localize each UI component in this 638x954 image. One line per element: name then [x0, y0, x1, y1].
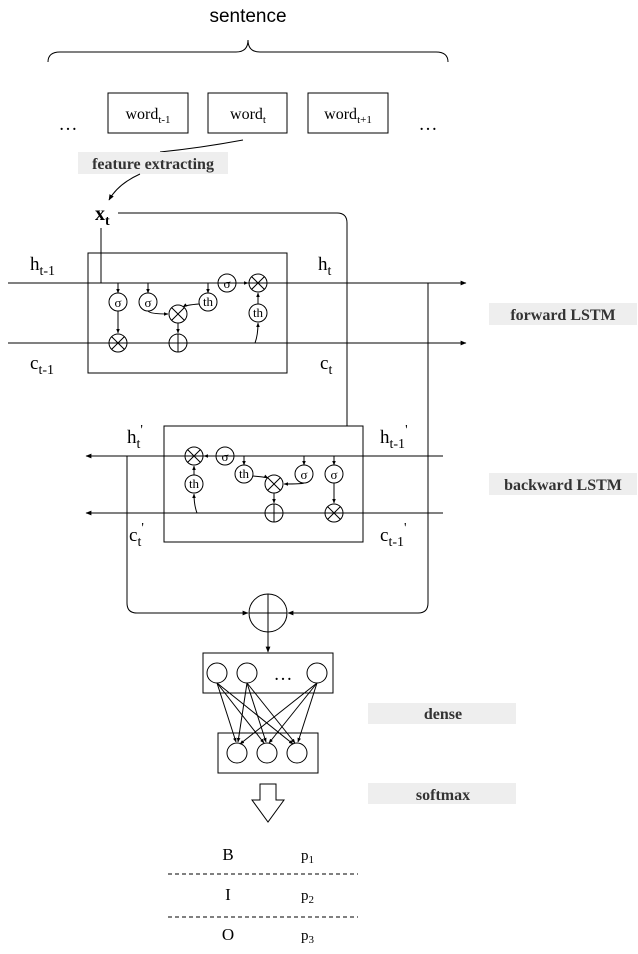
ellipsis-right: … — [419, 114, 438, 135]
svg-text:th: th — [189, 476, 200, 491]
forward-forget-multiply — [108, 333, 128, 353]
word-box-current: wordt — [207, 92, 288, 134]
backward-forget-multiply — [324, 503, 344, 523]
word-to-feature-line — [159, 139, 244, 153]
dense-node-2 — [236, 662, 258, 684]
output-tag-o: O — [222, 925, 234, 944]
dense-connections — [216, 682, 318, 745]
feature-extracting-label: feature extracting — [92, 156, 214, 173]
hb-prev-label: ht-1' — [380, 423, 408, 452]
dense-node-1 — [206, 662, 228, 684]
c-prev-label: ct-1 — [30, 353, 54, 378]
backward-lstm-tag: backward LSTM — [504, 477, 622, 494]
sentence-label: sentence — [209, 6, 286, 27]
ellipsis-left: … — [59, 114, 78, 135]
svg-text:wordt-1: wordt-1 — [125, 106, 170, 126]
output-prob-2: p2 — [301, 888, 314, 906]
word-box-next: wordt+1 — [307, 92, 389, 134]
svg-text:th: th — [203, 294, 214, 309]
forward-cell-tanh: th — [248, 303, 268, 323]
backward-lstm-tag-bg — [489, 473, 637, 495]
xt-label: xt — [95, 203, 110, 229]
feature-extracting-tag-bg — [78, 152, 228, 174]
softmax-layer-box — [217, 732, 319, 774]
dense-node-3 — [306, 662, 328, 684]
backward-cell-tanh: th — [184, 474, 204, 494]
merge-add-node — [248, 593, 288, 633]
forward-lstm-tag: forward LSTM — [510, 307, 615, 324]
cb-prev-label: ct-1' — [380, 521, 407, 550]
svg-text:wordt+1: wordt+1 — [324, 106, 372, 126]
forward-lstm-tag-bg — [489, 303, 637, 325]
svg-text:σ: σ — [300, 467, 307, 482]
backward-forget-gate-sigma: σ — [324, 464, 344, 484]
forward-forget-gate-sigma: σ — [108, 292, 128, 312]
svg-text:th: th — [253, 305, 264, 320]
forward-candidate-tanh: th — [198, 292, 218, 312]
backward-lstm-box — [163, 425, 364, 543]
forward-to-merge-line — [287, 283, 429, 616]
softmax-node-2 — [256, 742, 278, 764]
svg-text:σ: σ — [114, 295, 121, 310]
h-prev-label: ht-1 — [30, 254, 55, 279]
softmax-tag: softmax — [416, 787, 470, 804]
backward-input-gate-sigma: σ — [294, 464, 314, 484]
xt-to-backward-line — [118, 212, 348, 426]
output-tag-i: I — [225, 885, 231, 904]
softmax-node-1 — [226, 742, 248, 764]
svg-text:σ: σ — [144, 295, 151, 310]
hb-t-label: ht' — [127, 423, 143, 452]
dense-layer-box — [202, 652, 334, 694]
svg-text:th: th — [239, 466, 250, 481]
c-t-label: ct — [320, 353, 332, 378]
forward-output-multiply — [248, 273, 268, 293]
feature-to-x-arrow — [108, 173, 141, 201]
backward-cell-add — [264, 503, 284, 523]
forward-cell-add — [168, 333, 188, 353]
cb-t-label: ct' — [129, 521, 144, 550]
backward-to-merge-line — [126, 456, 249, 616]
output-hollow-arrow-icon — [251, 783, 285, 823]
svg-text:σ: σ — [221, 449, 228, 464]
forward-input-multiply — [168, 304, 188, 324]
backward-output-multiply — [184, 446, 204, 466]
svg-text:σ: σ — [223, 276, 230, 291]
forward-lstm-box — [87, 252, 288, 374]
output-prob-3: p3 — [301, 928, 315, 946]
forward-input-gate-sigma: σ — [138, 292, 158, 312]
softmax-node-3 — [286, 742, 308, 764]
output-tag-b: B — [222, 845, 233, 864]
svg-text:σ: σ — [330, 467, 337, 482]
sentence-brace — [47, 39, 449, 63]
h-t-label: ht — [318, 254, 332, 279]
output-prob-1: p1 — [301, 848, 314, 866]
dense-tag-bg — [368, 703, 516, 724]
svg-text:wordt: wordt — [230, 106, 266, 126]
word-box-prev: wordt-1 — [107, 92, 189, 134]
softmax-tag-bg — [368, 783, 516, 804]
backward-candidate-tanh: th — [234, 464, 254, 484]
dense-tag: dense — [424, 706, 462, 723]
dense-ellipsis: … — [274, 664, 293, 685]
